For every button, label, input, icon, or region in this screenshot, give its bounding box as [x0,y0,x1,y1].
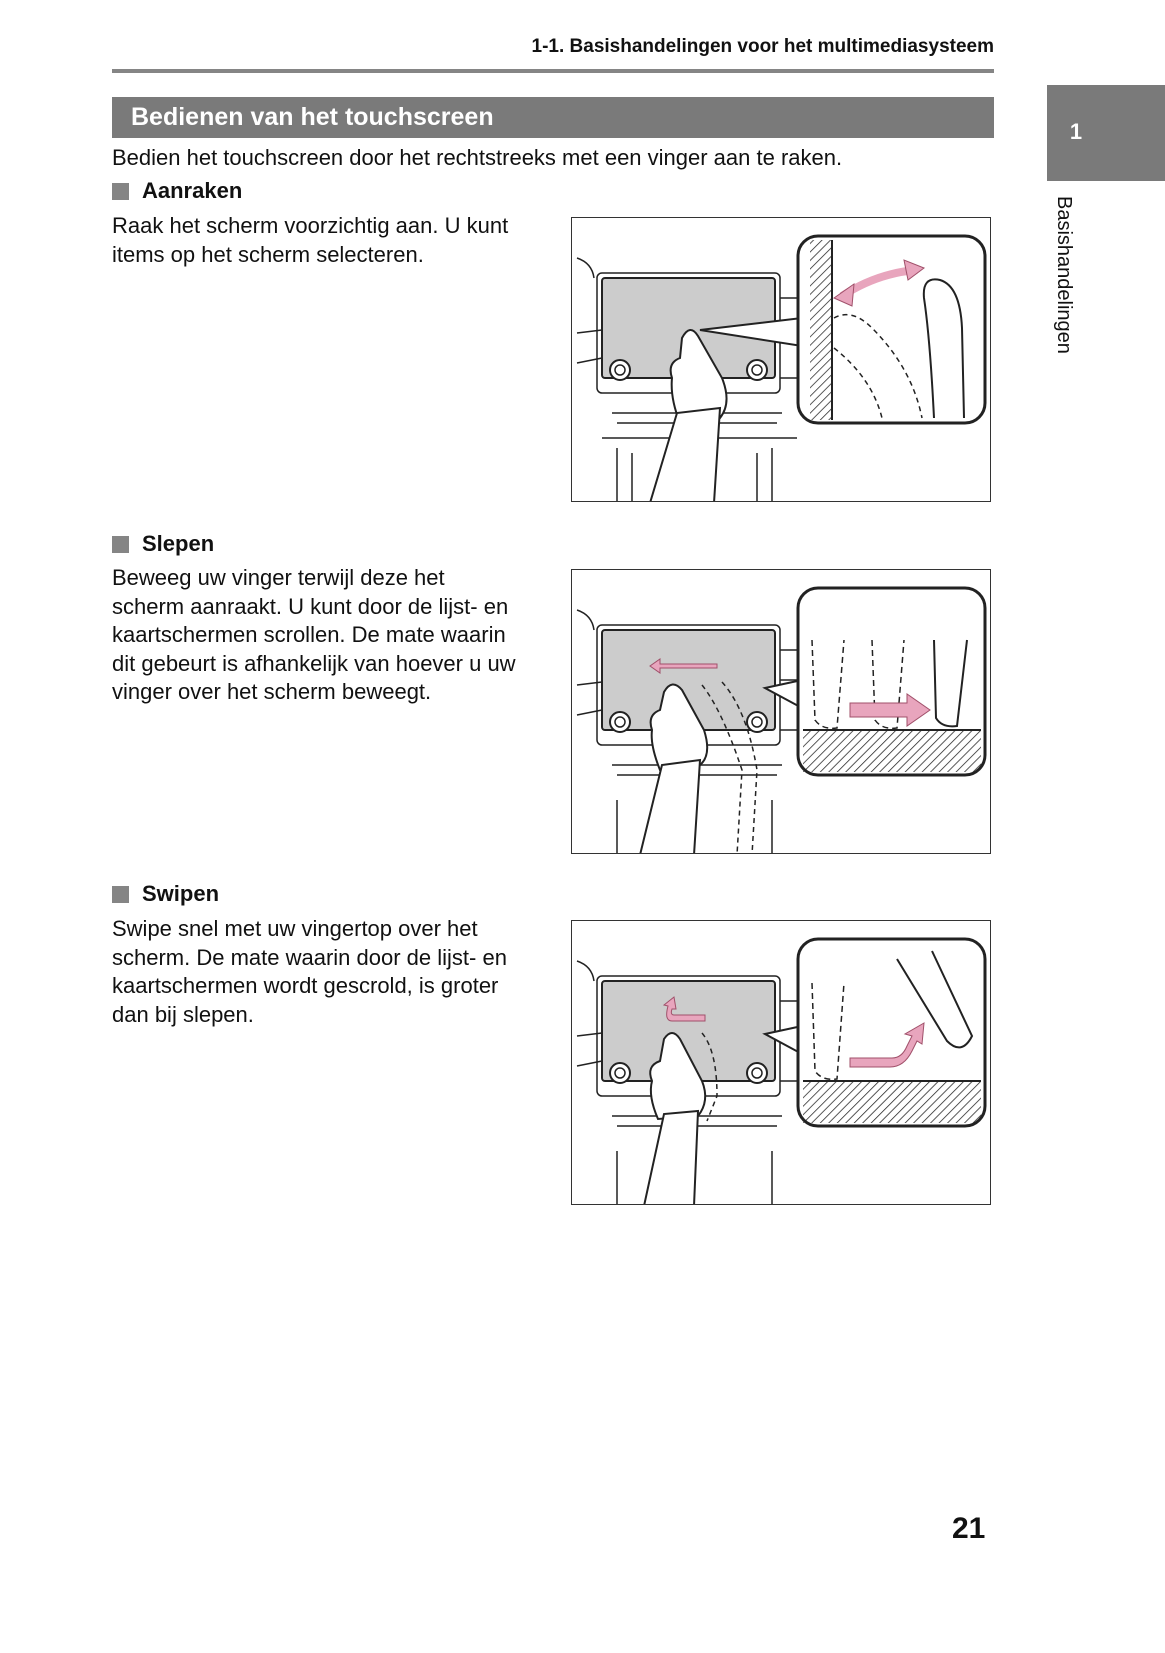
subsection-heading-aanraken: Aanraken [112,178,242,204]
touch-tap-illustration [571,217,991,502]
body-line: Beweeg uw vinger terwijl deze het [112,565,445,590]
section-title: Bedienen van het touchscreen [131,103,494,131]
body-line: items op het scherm selecteren. [112,241,424,267]
body-line: dit gebeurt is afhankelijk van hoever u … [112,650,516,676]
touch-swipe-illustration [571,920,991,1205]
body-line: scherm. De mate waarin door de lijst- en [112,944,507,970]
touch-drag-illustration [571,569,991,854]
body-line: dan bij slepen. [112,1001,254,1027]
body-line: Swipe snel met uw vingertop over het [112,916,478,941]
subsection-body-aanraken: Raak het scherm voorzichtig aan. U kunt … [112,212,562,269]
subsection-title: Slepen [142,531,215,556]
subsection-body-slepen: Beweeg uw vinger terwijl deze het scherm… [112,564,562,707]
page-number: 21 [952,1512,986,1545]
running-header-title: 1-1. Basishandelingen voor het multimedi… [531,36,994,57]
bullet-square-icon [112,885,129,903]
section-intro: Bedien het touchscreen door het rechtstr… [112,145,843,170]
body-line: Raak het scherm voorzichtig aan. U kunt [112,213,509,238]
subsection-title: Aanraken [142,178,243,203]
body-line: kaartschermen scrollen. De mate waarin [112,622,506,647]
body-line: vinger over het scherm beweegt. [112,679,432,704]
body-line: scherm aanraakt. U kunt door de lijst- e… [112,593,509,619]
subsection-heading-slepen: Slepen [112,531,214,557]
chapter-side-label: Basishandelingen [1053,196,1075,354]
header-rule [112,69,994,73]
subsection-heading-swipen: Swipen [112,881,219,907]
bullet-square-icon [112,182,129,200]
subsection-title: Swipen [142,881,220,906]
chapter-number: 1 [1069,119,1083,144]
section-title-bar: Bedienen van het touchscreen [112,97,994,138]
subsection-body-swipen: Swipe snel met uw vingertop over het sch… [112,915,562,1029]
body-line: kaartschermen wordt gescrold, is groter [112,973,499,998]
bullet-square-icon [112,535,129,553]
chapter-tab[interactable]: 1 [1047,85,1165,181]
